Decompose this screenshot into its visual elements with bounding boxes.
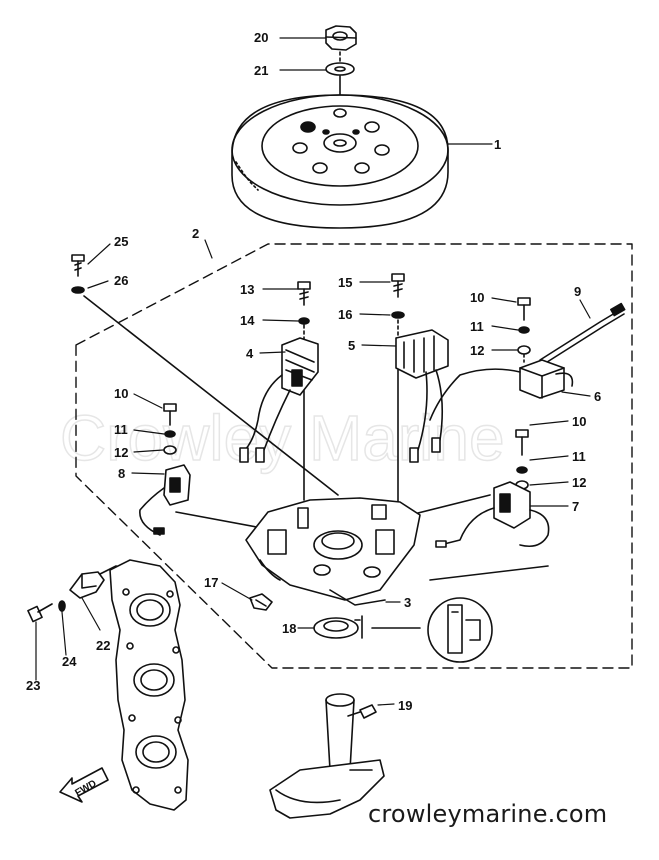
charge-coil-4 [239,337,319,463]
callout-16: 16 [338,307,352,322]
clamp-22 [69,565,129,599]
watermark-text: Crowley Marine [60,402,505,474]
callout-11-left: 11 [114,422,128,437]
callout-26: 26 [114,273,128,288]
callout-11-upper: 11 [470,319,484,334]
screw-10-upper [517,297,531,321]
callout-4: 4 [246,346,254,361]
screw-13 [297,281,311,306]
washer-26 [71,286,85,294]
callout-5: 5 [348,338,355,353]
screw-10-left [163,403,177,426]
cord-clamp-17 [249,593,273,611]
lead-wire-9 [539,302,626,365]
screw-15 [391,273,405,298]
callout-2: 2 [192,226,199,241]
rectifier-6 [429,359,574,421]
flywheel-nut [325,25,357,51]
callout-19: 19 [398,698,412,713]
screw-10-right [515,429,529,456]
assembly-group-outline [75,243,633,669]
washer-24 [58,600,66,612]
callout-23: 23 [26,678,40,693]
site-footer-text: crowleymarine.com [368,800,608,828]
callout-17: 17 [204,575,218,590]
callout-13: 13 [240,282,254,297]
lighting-coil-7 [435,481,550,548]
callout-10-upper: 10 [470,290,484,305]
washer-14 [298,317,310,325]
callout-9: 9 [574,284,581,299]
forward-direction-arrow [59,767,109,803]
screw-25 [71,254,85,277]
callout-25: 25 [114,234,128,249]
cdi-unit-8 [139,464,191,536]
callout-8: 8 [118,466,125,481]
bearing-detail-view [427,597,493,663]
callout-10-left: 10 [114,386,128,401]
callout-18-bearing: 18 [282,621,296,636]
callout-20: 20 [254,30,268,45]
crankshaft [269,693,385,819]
screw-23 [27,603,53,623]
callout-11-right: 11 [572,449,586,464]
callout-21: 21 [254,63,268,78]
callout-1: 1 [494,137,501,152]
flywheel-washer [325,62,355,76]
callout-22: 22 [96,638,110,653]
flywheel [231,94,449,229]
callout-10-right: 10 [572,414,586,429]
crankcase-outline [109,559,189,811]
pulser-coil-5 [395,329,449,463]
callout-15: 15 [338,275,352,290]
callout-14: 14 [240,313,255,328]
callout-12-upper: 12 [470,343,484,358]
callout-6: 6 [594,389,601,404]
callout-3: 3 [404,595,411,610]
woodruff-key-19 [359,704,377,719]
callout-labels: 20 21 1 2 25 26 13 14 4 15 16 5 10 11 12… [26,30,601,799]
leader-lines [35,37,591,706]
stator-base-plate-3 [245,497,421,606]
bearing-18 [313,615,421,639]
washer-16 [391,311,405,319]
callout-12-left: 12 [114,445,128,460]
callout-24: 24 [62,654,77,669]
callout-7: 7 [572,499,579,514]
callout-12-right: 12 [572,475,586,490]
